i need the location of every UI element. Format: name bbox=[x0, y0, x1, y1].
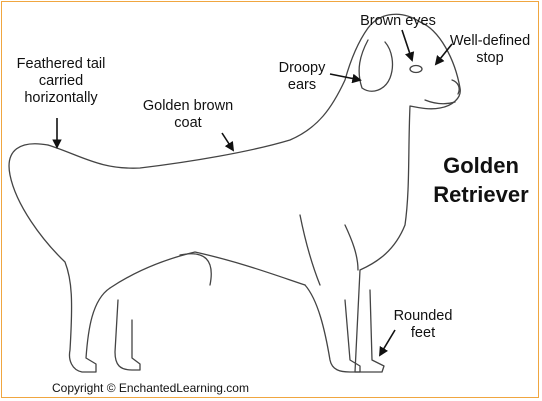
coat-label: Golden brown coat bbox=[127, 98, 249, 132]
eyes-label: Brown eyes bbox=[350, 13, 446, 30]
feet-label: Rounded feet bbox=[380, 308, 466, 342]
eyes-arrow bbox=[402, 30, 412, 60]
ears-label: Droopy ears bbox=[268, 60, 336, 94]
diagram-title: Golden Retriever bbox=[425, 151, 537, 209]
tail-label: Feathered tail carried horizontally bbox=[2, 56, 120, 107]
stop-label: Well-defined stop bbox=[440, 33, 540, 67]
coat-arrow bbox=[222, 133, 233, 150]
copyright-text[interactable]: Copyright © EnchantedLearning.com bbox=[52, 381, 249, 395]
